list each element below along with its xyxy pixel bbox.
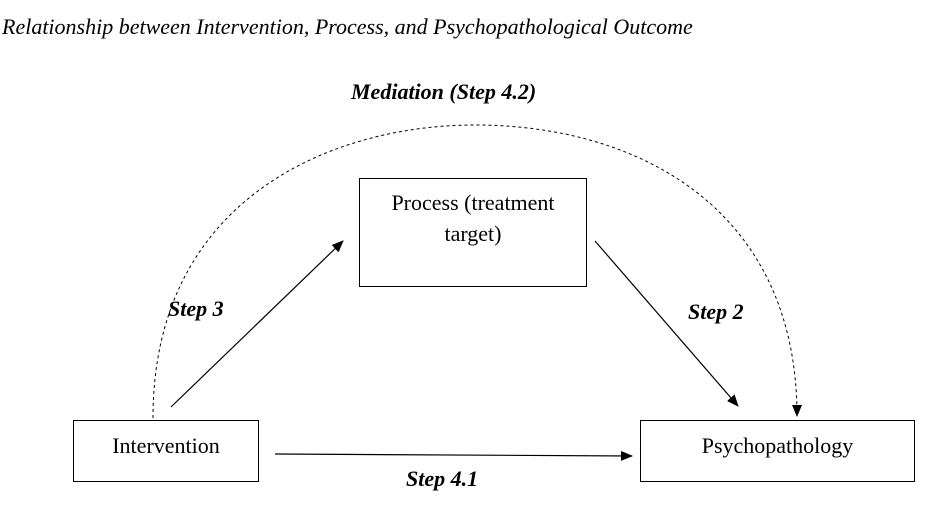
step2-arrow — [594, 240, 739, 407]
mediation-label: Mediation (Step 4.2) — [351, 79, 537, 104]
process-node: Process (treatment target) — [359, 178, 587, 287]
intervention-node: Intervention — [73, 420, 259, 482]
step41-arrow — [274, 450, 633, 461]
mediation-arc — [152, 124, 802, 419]
step41-label: Step 4.1 — [406, 466, 479, 491]
step3-label: Step 3 — [168, 296, 224, 321]
step2-label: Step 2 — [688, 299, 744, 324]
step3-arrow — [170, 240, 344, 408]
figure-title: Relationship between Intervention, Proce… — [2, 14, 693, 39]
psychopathology-node: Psychopathology — [640, 420, 915, 482]
